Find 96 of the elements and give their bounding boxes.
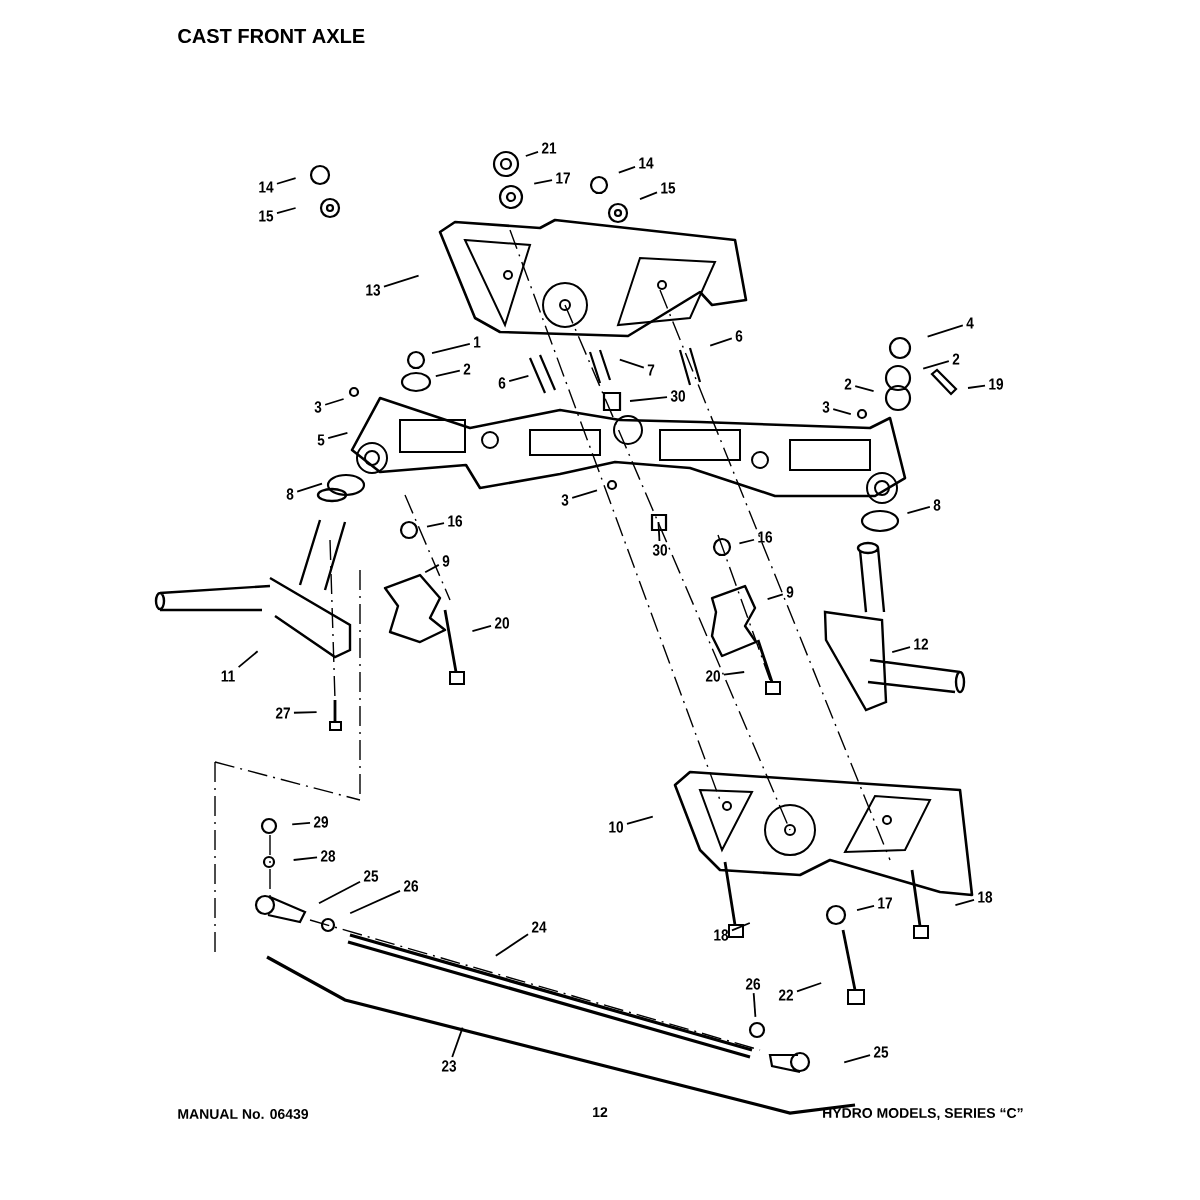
callout-number: 7 (647, 364, 655, 376)
leader-line (709, 337, 733, 347)
callout-number: 3 (822, 401, 830, 413)
callout-number: 18 (714, 929, 729, 941)
callout-number: 8 (286, 488, 294, 500)
leader-line (843, 1054, 871, 1064)
callout-number: 15 (661, 182, 676, 194)
callout-number: 19 (989, 378, 1004, 390)
callout-number: 4 (966, 317, 974, 329)
leader-line (891, 646, 911, 653)
leader-line (922, 360, 950, 370)
footer-text: HYDRO MODELS, SERIES “C” (823, 1108, 1023, 1120)
leader-line (571, 489, 598, 499)
leader-line (424, 563, 440, 574)
leader-line (296, 482, 323, 493)
leader-line (639, 191, 658, 201)
callout-number: 16 (448, 515, 463, 527)
callout-number: 2 (952, 353, 960, 365)
leader-line (856, 904, 875, 912)
callout-number: 2 (463, 363, 471, 375)
leader-line (626, 815, 654, 825)
callout-number: 30 (670, 390, 686, 402)
callout-number: 28 (320, 850, 336, 862)
callout-number: 9 (786, 586, 794, 598)
callout-number: 16 (758, 531, 773, 543)
leader-line (731, 922, 751, 932)
callout-number: 1 (474, 336, 481, 348)
leader-line (494, 933, 529, 957)
leader-line (349, 890, 401, 915)
callout-number: 21 (541, 142, 557, 154)
callout-number: 18 (978, 891, 993, 903)
callout-number: 15 (259, 210, 274, 222)
callout-number: 25 (873, 1046, 889, 1058)
leader-line (723, 671, 746, 676)
callout-number: 17 (556, 172, 570, 184)
callout-number: 9 (442, 555, 450, 567)
leader-line (276, 177, 297, 185)
leader-line (508, 374, 530, 382)
leader-line (292, 856, 318, 861)
callout-number: 20 (494, 617, 510, 629)
callout-number: 25 (363, 870, 379, 882)
callout-number: 14 (259, 181, 274, 193)
leader-line (618, 358, 645, 369)
callout-number: 11 (221, 670, 235, 682)
leader-line (431, 342, 471, 354)
leader-line (766, 593, 784, 601)
callout-number: 5 (317, 434, 325, 446)
leader-line (657, 521, 661, 542)
leader-line (426, 522, 445, 528)
leader-line (752, 992, 757, 1018)
leader-line (318, 880, 361, 905)
title: CAST FRONT AXLE (178, 28, 365, 44)
callout-number: 13 (366, 284, 381, 296)
leader-line (471, 625, 492, 632)
leader-line (293, 711, 318, 714)
leader-line (926, 324, 964, 338)
callout-number: 3 (314, 401, 322, 413)
leader-line (967, 384, 986, 389)
leader-line (237, 650, 259, 669)
leader-line (796, 982, 823, 993)
leader-line (327, 431, 349, 439)
callout-number: 2 (844, 378, 852, 390)
callout-number: 29 (313, 816, 329, 828)
callout-number: 3 (561, 494, 569, 506)
leader-line (434, 369, 461, 378)
leader-line (629, 396, 668, 402)
callout-number: 26 (403, 880, 419, 892)
callout-number: 8 (933, 499, 941, 511)
callout-number: 22 (778, 989, 794, 1001)
footer-text: MANUAL No. 06439 (178, 1109, 309, 1119)
callout-number: 10 (609, 821, 624, 833)
leader-line (324, 398, 345, 406)
leader-line (738, 538, 755, 545)
callout-number: 20 (705, 670, 721, 682)
callout-number: 24 (531, 921, 547, 933)
callout-number: 12 (914, 638, 929, 650)
callout-number: 30 (652, 544, 668, 556)
leader-line (276, 207, 297, 214)
leader-line (954, 899, 975, 906)
leader-line (854, 385, 875, 393)
leader-line (451, 1026, 464, 1058)
leader-line (617, 165, 636, 174)
leader-line (383, 274, 420, 288)
leader-line (832, 408, 852, 416)
callout-number: 6 (498, 377, 506, 389)
callout-number: 27 (275, 707, 290, 719)
callout-number: 23 (441, 1060, 457, 1072)
callout-number: 6 (735, 330, 743, 342)
leader-line (291, 822, 311, 826)
leader-line (906, 506, 931, 514)
callout-number: 17 (878, 897, 892, 909)
callout-number: 26 (745, 978, 761, 990)
footer-text: 12 (593, 1107, 608, 1117)
leader-line (533, 179, 553, 185)
callout-number: 14 (639, 157, 654, 169)
leader-line (524, 150, 539, 157)
